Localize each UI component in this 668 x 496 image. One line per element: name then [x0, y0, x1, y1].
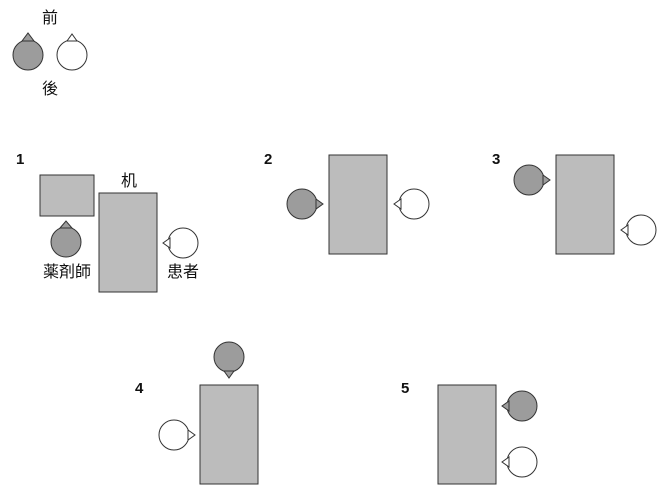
patient-icon — [162, 227, 199, 259]
diagram-5: 5 — [401, 380, 538, 485]
diagram-3-number: 3 — [492, 151, 500, 168]
diagram-4-number: 4 — [135, 380, 144, 397]
patient-icon — [620, 214, 657, 246]
diagram-2: 2 — [264, 151, 430, 255]
pharmacist-icon — [513, 164, 551, 196]
pharmacist-icon — [286, 188, 324, 220]
legend-front-label: 前 — [42, 8, 58, 27]
side-table — [39, 174, 95, 217]
patient-icon — [393, 188, 430, 220]
pharmacist-label: 薬剤師 — [43, 262, 91, 281]
patient-icon — [158, 419, 196, 451]
diagram-4: 4 — [135, 341, 259, 485]
diagram-3: 3 — [492, 151, 657, 255]
desk — [555, 154, 615, 255]
patient-label: 患者 — [167, 262, 199, 281]
desk — [437, 384, 497, 485]
diagram-1: 1 机 薬剤師 患者 — [16, 151, 199, 293]
desk — [199, 384, 259, 485]
legend-patient-icon — [56, 33, 88, 71]
diagram-2-number: 2 — [264, 151, 272, 168]
pharmacist-icon — [213, 341, 245, 379]
legend-pharmacist-icon — [12, 32, 44, 71]
desk — [98, 192, 158, 293]
diagram-5-number: 5 — [401, 380, 409, 397]
pharmacist-icon — [501, 390, 538, 422]
legend: 前 後 — [12, 8, 88, 98]
diagram-1-number: 1 — [16, 151, 24, 168]
desk-label: 机 — [121, 171, 137, 190]
legend-back-label: 後 — [42, 79, 58, 98]
patient-icon — [501, 446, 538, 478]
pharmacist-icon — [50, 220, 82, 258]
desk — [328, 154, 388, 255]
